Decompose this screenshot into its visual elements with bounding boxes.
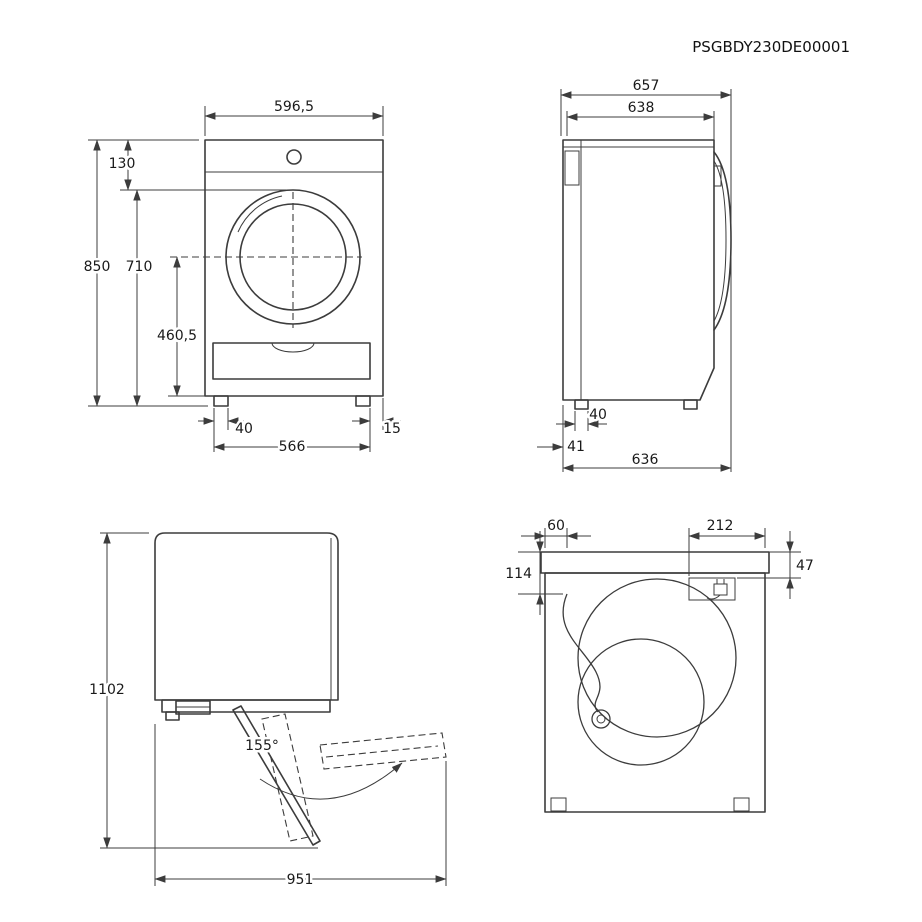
product-code: PSGBDY230DE00001: [692, 38, 850, 56]
dim-rear-offset-label: 41: [567, 439, 585, 455]
dim-plug-y-label: 47: [796, 558, 814, 574]
cable-coil-inner: [596, 714, 606, 724]
dim-cable-y-label: 114: [505, 566, 532, 582]
dim-depth-total-label: 657: [633, 78, 660, 94]
open-door-panel: [232, 705, 321, 846]
corner-foot-right: [733, 797, 750, 812]
door-open-view: 1102 155° 951: [87, 532, 447, 891]
dim-depth-body-label: 638: [628, 100, 655, 116]
plug-body: [713, 583, 728, 596]
dim-foot-width-label: 40: [589, 407, 607, 423]
drawer-handle-arc: [271, 342, 315, 353]
cable-coil-outer: [591, 709, 611, 729]
corner-foot-left: [550, 797, 567, 812]
dim-total-height-label: 1102: [89, 682, 125, 698]
top-view: 60 212 114 47: [503, 516, 816, 813]
side-body-outline: [562, 139, 715, 401]
foot-rear: [574, 399, 589, 410]
base-plinth: [161, 699, 331, 713]
foot-right: [355, 395, 371, 407]
front-body-outline: [204, 139, 384, 397]
power-cable: [562, 593, 601, 713]
door-position-dashed-horizontal: [319, 732, 447, 770]
dim-foot-width-label: 40: [235, 421, 253, 437]
dim-feet-distance-label: 566: [279, 439, 306, 455]
dim-width-label: 596,5: [274, 99, 314, 115]
foot-front: [683, 399, 698, 410]
rear-vent-detail: [564, 150, 580, 186]
door-rim-arc: [237, 195, 283, 233]
power-knob-icon: [286, 149, 302, 165]
plug-icon: [706, 579, 728, 600]
door-dashed-inner-line: [325, 745, 439, 758]
open-view-body-outline: [154, 532, 339, 701]
dim-total-depth-label: 951: [287, 872, 314, 888]
drum-circle: [577, 578, 737, 738]
worktop-back-strip: [540, 551, 770, 574]
door-bulge-outer: [713, 151, 732, 331]
door-swing-circle: [577, 638, 705, 766]
door-angle-label: 155°: [245, 738, 279, 754]
door-bulge-inner: [713, 160, 727, 322]
foot: [165, 711, 180, 721]
door-swing-arc: [259, 762, 403, 800]
door-handle-detail: [714, 165, 722, 187]
top-view-body-outline: [544, 572, 766, 813]
dim-mid-height-label: 710: [126, 259, 153, 275]
dim-depth-floor-label: 636: [632, 452, 659, 468]
dim-height-label: 850: [84, 259, 111, 275]
dim-top-offset-label: 130: [109, 156, 136, 172]
front-view: 596,5 130 850 710 460,5 40 566 15: [81, 97, 403, 458]
kick-drawer: [212, 342, 371, 380]
side-view: 657 638 40 41 636: [537, 76, 732, 472]
foot-left: [213, 395, 229, 407]
door-position-dashed-steep: [261, 713, 314, 842]
dim-cable-x-label: 60: [547, 518, 565, 534]
plug-compartment: [688, 577, 736, 601]
dim-door-center-label: 460,5: [157, 328, 197, 344]
dim-side-offset-label: 15: [383, 421, 401, 437]
dim-plug-x-label: 212: [707, 518, 734, 534]
